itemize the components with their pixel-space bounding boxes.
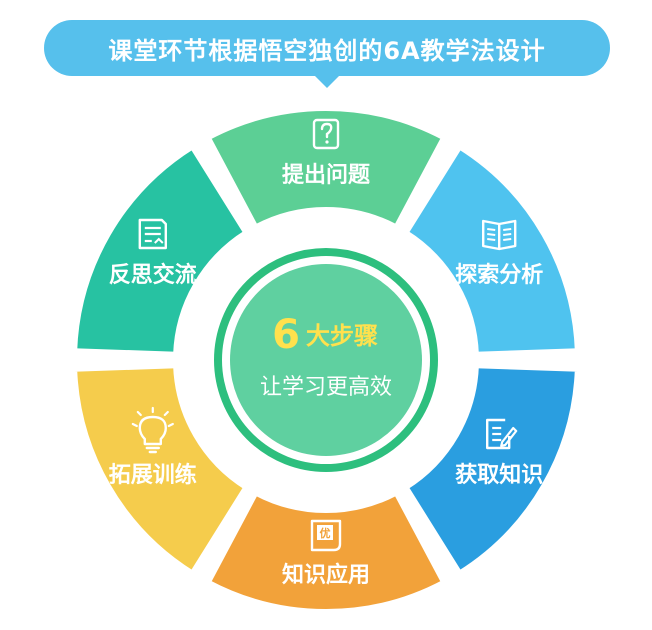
center-number: 6	[272, 312, 300, 358]
segment-3: 获取知识	[401, 362, 581, 578]
excellent-badge-icon: 优	[310, 519, 342, 552]
center-subline: 让学习更高效	[260, 375, 392, 400]
segment-5: 拓展训练	[71, 362, 251, 578]
segment-label: 拓展训练	[109, 462, 197, 488]
segment-6: 反思交流	[71, 142, 251, 358]
segment-2: 探索分析	[401, 142, 581, 358]
banner-title: 课堂环节根据悟空独创的6A教学法设计	[108, 36, 546, 65]
segment-label: 提出问题	[282, 162, 371, 188]
segment-shape	[203, 488, 449, 615]
edit-document-icon	[486, 418, 518, 450]
center-headline: 大步骤	[306, 322, 378, 350]
notes-document-icon	[138, 218, 167, 250]
title-banner: 课堂环节根据悟空独创的6A教学法设计	[44, 20, 610, 76]
banner-pointer	[313, 74, 341, 88]
segment-shape	[401, 142, 581, 358]
segment-shape	[203, 105, 449, 232]
segment-label: 反思交流	[109, 262, 197, 288]
open-book-icon	[482, 219, 517, 251]
question-document-icon	[312, 118, 340, 150]
segment-label: 知识应用	[282, 562, 370, 588]
hub-fill	[230, 264, 422, 456]
badge-glyph: 优	[320, 526, 331, 540]
segment-shape	[401, 362, 581, 578]
lightbulb-icon	[131, 406, 174, 454]
segment-label: 获取知识	[455, 462, 543, 488]
segment-label: 探索分析	[455, 262, 543, 288]
segment-shape	[71, 362, 251, 578]
center-hub: 6 大步骤 让学习更高效	[190, 224, 462, 496]
segment-1: 提出问题	[203, 105, 449, 232]
segment-shape	[71, 142, 251, 358]
